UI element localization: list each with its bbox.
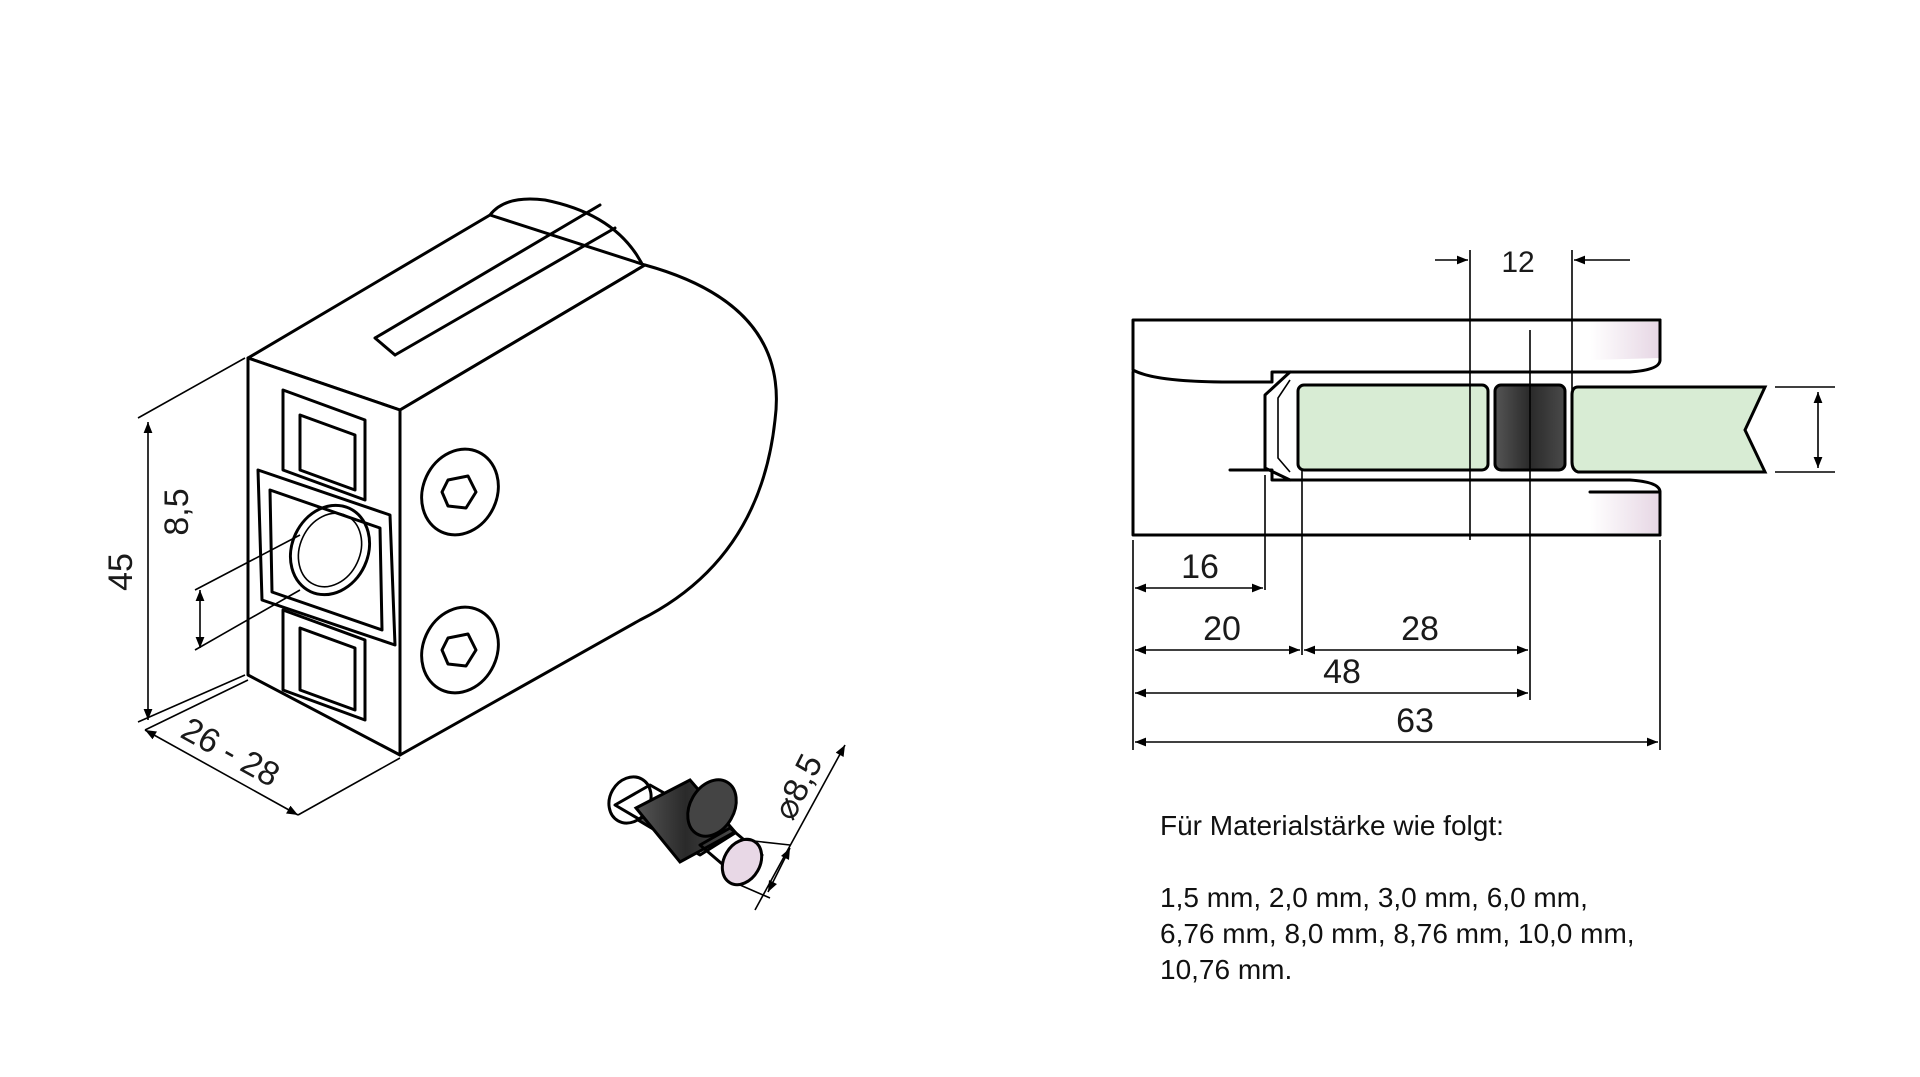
upper-pocket [281, 388, 367, 502]
lower-pocket [281, 608, 367, 722]
material-thickness-notes: Für Materialstärke wie folgt: 1,5 mm, 2,… [1160, 808, 1860, 988]
dimension-16: 16 [1135, 548, 1263, 593]
clamp-right-face [398, 263, 778, 757]
dimension-48: 48 [1135, 653, 1528, 698]
glass-slot [256, 468, 397, 647]
section-view: 12 16 20 28 48 [1131, 246, 1835, 750]
dim-label-16: 16 [1181, 548, 1219, 586]
notes-heading: Für Materialstärke wie folgt: [1160, 810, 1504, 841]
dimension-glass-thickness [1775, 386, 1835, 473]
pin-part: ⌀8,5 [607, 744, 846, 911]
pin-hole [288, 503, 372, 597]
dim-label-28: 28 [1401, 610, 1439, 648]
dim-label-48: 48 [1323, 653, 1361, 691]
dim-label-8-5: 8,5 [158, 488, 196, 535]
dimension-20: 20 [1135, 610, 1300, 655]
dimension-45: 45 [102, 357, 246, 723]
dim-label-pin-diameter: ⌀8,5 [766, 748, 831, 826]
glass-panel-right [1570, 385, 1768, 474]
dimension-28: 28 [1304, 610, 1528, 655]
dimension-8-5: 8,5 [158, 488, 301, 651]
lower-screw-icon [420, 605, 500, 695]
dim-label-63: 63 [1396, 702, 1434, 740]
dim-label-45: 45 [102, 553, 140, 591]
section-body-top [1131, 318, 1662, 384]
notes-line-3: 10,76 mm. [1160, 954, 1293, 985]
dimension-12: 12 [1435, 246, 1630, 279]
dimension-63: 63 [1135, 702, 1658, 747]
dim-label-20: 20 [1203, 610, 1241, 648]
dim-label-12: 12 [1501, 246, 1534, 279]
upper-screw-icon [420, 447, 500, 537]
dim-label-26-28: 26 - 28 [175, 710, 286, 795]
isometric-clamp-view: 45 8,5 26 - 28 [102, 197, 778, 816]
notes-line-1: 1,5 mm, 2,0 mm, 3,0 mm, 6,0 mm, [1160, 882, 1588, 913]
notes-line-2: 6,76 mm, 8,0 mm, 8,76 mm, 10,0 mm, [1160, 918, 1635, 949]
glass-panel-left [1296, 383, 1490, 472]
